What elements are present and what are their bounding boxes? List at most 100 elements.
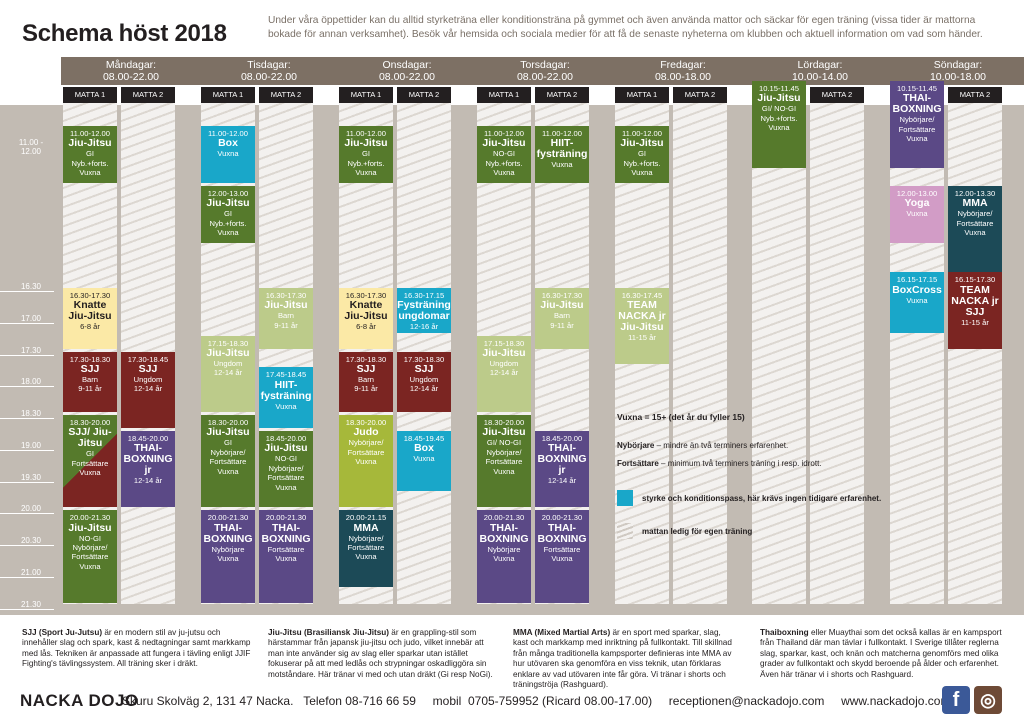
mat-header: MATTA 2: [397, 87, 451, 103]
class-name: Jiu-Jitsu: [482, 347, 526, 360]
class-detail: Vuxna: [551, 554, 573, 564]
class-detail: 9-11 år: [274, 320, 298, 330]
day-name: Söndagar:: [933, 59, 983, 71]
class-name: MMA: [353, 521, 379, 534]
class-time: 18.30-20.00: [483, 418, 525, 427]
class-name: Jiu-Jitsu: [206, 197, 250, 210]
class-time: 16.30-17.30: [265, 291, 307, 300]
time-gridline: [0, 481, 54, 483]
class-detail: Barn: [277, 311, 295, 321]
mat-header: MATTA 1: [63, 87, 117, 103]
class-time: 11.00-12.00: [622, 129, 662, 138]
day-header-6: Söndagar:10.00-18.00: [888, 57, 1024, 85]
class-detail: Fortsättare: [71, 458, 109, 468]
class-name: Jiu-Jitsu: [540, 299, 584, 312]
class-name: Jiu-Jitsu: [68, 521, 112, 534]
class-detail: Vuxna: [768, 123, 790, 133]
class-detail: Vuxna: [964, 228, 986, 238]
mat-column: [810, 103, 864, 604]
class-detail: Ungdom: [213, 359, 243, 369]
class-detail: Vuxna: [79, 561, 101, 571]
class-detail: 9-11 år: [354, 384, 378, 394]
class-detail: Vuxna: [355, 168, 377, 178]
mat-column: [948, 103, 1002, 604]
time-gridline: [0, 418, 54, 419]
note-mma-term: MMA (Mixed Martial Arts): [513, 628, 611, 637]
time-label: 20.30: [20, 536, 42, 545]
class-detail: Vuxna: [551, 160, 573, 170]
legend-styrke: styrke och konditionspass, här krävs ing…: [642, 494, 882, 503]
class-detail: Nybörjare/: [899, 115, 935, 125]
class-detail: Vuxna: [217, 466, 239, 476]
class-detail: Nyb.+forts.: [347, 158, 385, 168]
class-time: 11.00-12.00: [70, 129, 110, 138]
class-time: 11.00-12.00: [208, 129, 248, 138]
class-name: Jiu-Jitsu: [206, 426, 250, 439]
time-label: 21.00: [20, 567, 42, 577]
class-detail: 12-14 år: [489, 368, 519, 378]
day-hours: 08.00-22.00: [102, 71, 160, 83]
class-detail: Nyb.+forts.: [485, 158, 523, 168]
class-name: Jiu-Jitsu: [206, 347, 250, 360]
class-name: THAI-BOXNING: [203, 521, 253, 545]
class-name: Jiu-Jitsu: [620, 137, 664, 150]
class-detail: Nybörjare: [487, 544, 521, 554]
class-detail: Nyb.+forts.: [623, 158, 661, 168]
time-label: 18.00: [20, 377, 42, 387]
class-detail: Nybörjare/: [210, 447, 246, 457]
day-name: Tisdagar:: [247, 59, 291, 71]
day-header-5: Lördagar:10.00-14.00: [750, 57, 890, 85]
mat-header: MATTA 2: [121, 87, 175, 103]
class-time: 16.30-17.15: [403, 291, 445, 300]
class-detail: Vuxna: [217, 149, 239, 159]
class-name: HIIT-fysträning: [260, 378, 312, 402]
mat-header: MATTA 2: [259, 87, 313, 103]
class-name: Jiu-Jitsu: [68, 137, 112, 150]
class-detail: Fortsättare: [71, 552, 109, 562]
class-name: SJJ: [138, 362, 158, 375]
mat-header: MATTA 2: [673, 87, 727, 103]
class-name: Jiu-Jitsu: [264, 299, 308, 312]
class-name: Yoga: [904, 197, 930, 210]
time-gridline: [0, 576, 54, 578]
class-detail: 9-11 år: [550, 320, 574, 330]
legend-nyb-text: – mindre än två terminers erfarenhet.: [654, 441, 789, 450]
class-time: 20.00-21.30: [69, 513, 111, 523]
class-detail: Vuxna: [906, 295, 928, 305]
class-detail: Nybörjare/: [486, 447, 522, 457]
class-name: Knatte Jiu-Jitsu: [344, 299, 388, 323]
class-detail: Fortsättare: [267, 473, 305, 483]
class-name: Fysträning ungdomar: [397, 299, 451, 323]
class-time: 16.15-17.30: [954, 275, 996, 285]
facebook-icon[interactable]: f: [942, 686, 970, 714]
class-detail: Fortsättare: [956, 218, 994, 228]
day-hours: 08.00-18.00: [654, 71, 712, 83]
contact-info: Skuru Skolväg 2, 131 47 Nacka. Telefon 0…: [122, 694, 951, 708]
class-time: 18.30-20.00: [345, 418, 387, 427]
instagram-icon[interactable]: ◎: [974, 686, 1002, 714]
class-detail: Barn: [553, 311, 571, 321]
legend-styrke-swatch: [617, 490, 633, 506]
class-name: Knatte Jiu-Jitsu: [68, 299, 112, 323]
class-detail: 11-15 år: [628, 333, 656, 343]
class-name: Jiu-Jitsu: [344, 137, 388, 150]
class-name: TEAM NACKA jr Jiu-Jitsu: [618, 299, 666, 334]
class-time: 18.30-20.00: [207, 418, 249, 427]
time-label: 19.30: [20, 472, 42, 482]
class-name: Judo: [353, 426, 379, 439]
class-time: 18.45-20.00: [265, 433, 307, 443]
mat-header: MATTA 2: [810, 87, 864, 103]
class-detail: GI: [637, 149, 647, 159]
day-name: Torsdagar:: [520, 59, 570, 71]
day-hours: 08.00-22.00: [240, 71, 298, 83]
time-label: 17.30: [20, 345, 42, 355]
